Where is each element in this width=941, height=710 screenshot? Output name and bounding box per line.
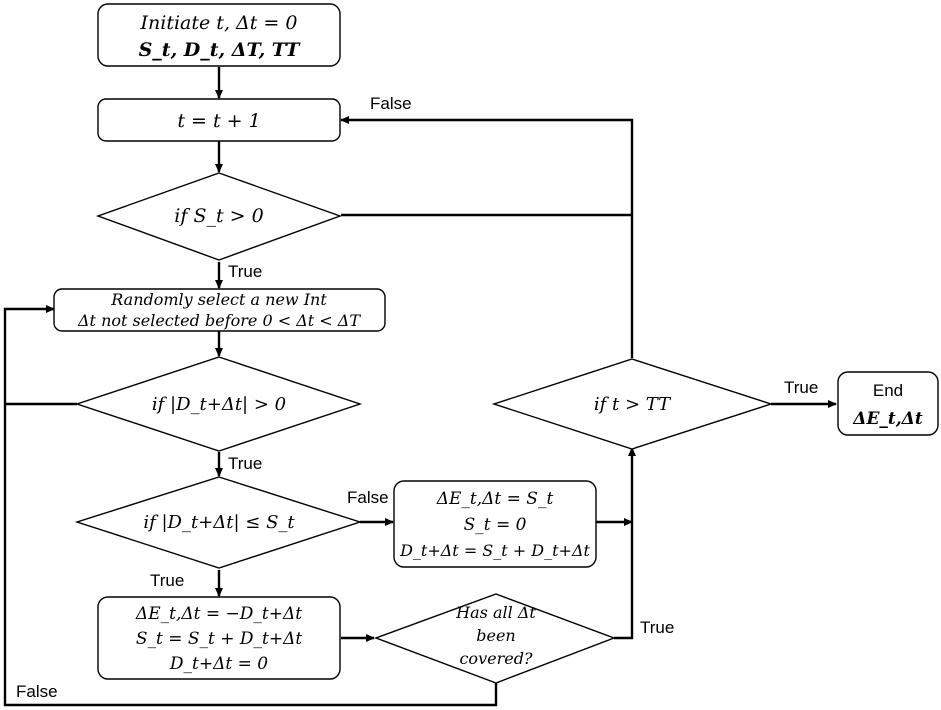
init-line1: Initiate t, Δt = 0	[140, 12, 298, 34]
covered-line2: been	[476, 626, 515, 645]
label-time-true: True	[784, 378, 818, 397]
demand-decision-text: if |D_t+Δt| > 0	[152, 394, 286, 415]
true-update-line1: ΔE_t,Δt = −D_t+Δt	[135, 604, 302, 624]
compare-decision: if |D_t+Δt| ≤ S_t	[74, 476, 363, 569]
end-box: End ΔE_t,Δt	[837, 371, 939, 436]
true-update-line3: D_t+Δt = 0	[169, 654, 268, 674]
label-bottom-false: False	[16, 682, 58, 701]
time-decision: if t > TT	[491, 358, 774, 450]
edge-labels: False True True False True True False Tr…	[16, 94, 818, 701]
init-box: Initiate t, Δt = 0 S_t, D_t, ΔT, TT	[97, 3, 341, 67]
covered-line3: covered?	[459, 649, 532, 668]
arrow-time-false	[340, 116, 634, 358]
end-line2: ΔE_t,Δt	[852, 409, 923, 429]
demand-decision: if |D_t+Δt| > 0	[74, 356, 363, 452]
false-update-box: ΔE_t,Δt = S_t S_t = 0 D_t+Δt = S_t + D_t…	[393, 480, 597, 568]
covered-decision: Has all Δt been covered?	[373, 593, 616, 684]
time-decision-text: if t > TT	[594, 394, 672, 415]
supply-decision: if S_t > 0	[95, 172, 343, 261]
connectors	[3, 67, 837, 707]
arrow-covered-true	[614, 447, 636, 640]
false-update-line2: S_t = 0	[464, 515, 527, 535]
false-update-line3: D_t+Δt = S_t + D_t+Δt	[399, 541, 590, 560]
true-update-box: ΔE_t,Δt = −D_t+Δt S_t = S_t + D_t+Δt D_t…	[97, 596, 341, 680]
label-top-false: False	[370, 94, 412, 113]
false-update-line1: ΔE_t,Δt = S_t	[436, 489, 554, 509]
select-box: Randomly select a new Int Δt not selecte…	[53, 288, 386, 332]
init-line2: S_t, D_t, ΔT, TT	[139, 39, 302, 61]
supply-decision-text: if S_t > 0	[174, 205, 263, 227]
label-covered-true: True	[640, 618, 674, 637]
label-demand-true: True	[228, 454, 262, 473]
select-line1: Randomly select a new Int	[110, 290, 327, 309]
arrow-covered-false	[3, 305, 498, 707]
true-update-line2: S_t = S_t + D_t+Δt	[136, 629, 303, 649]
label-supply-true: True	[228, 262, 262, 281]
compare-decision-text: if |D_t+Δt| ≤ S_t	[143, 512, 295, 533]
increment-box: t = t + 1	[97, 98, 341, 142]
end-line1: End	[873, 381, 903, 400]
covered-line1: Has all Δt	[455, 603, 536, 622]
select-line2: Δt not selected before 0 < Δt < ΔT	[77, 311, 361, 330]
label-compare-false: False	[347, 488, 389, 507]
label-compare-true: True	[150, 571, 184, 590]
increment-text: t = t + 1	[177, 110, 260, 132]
